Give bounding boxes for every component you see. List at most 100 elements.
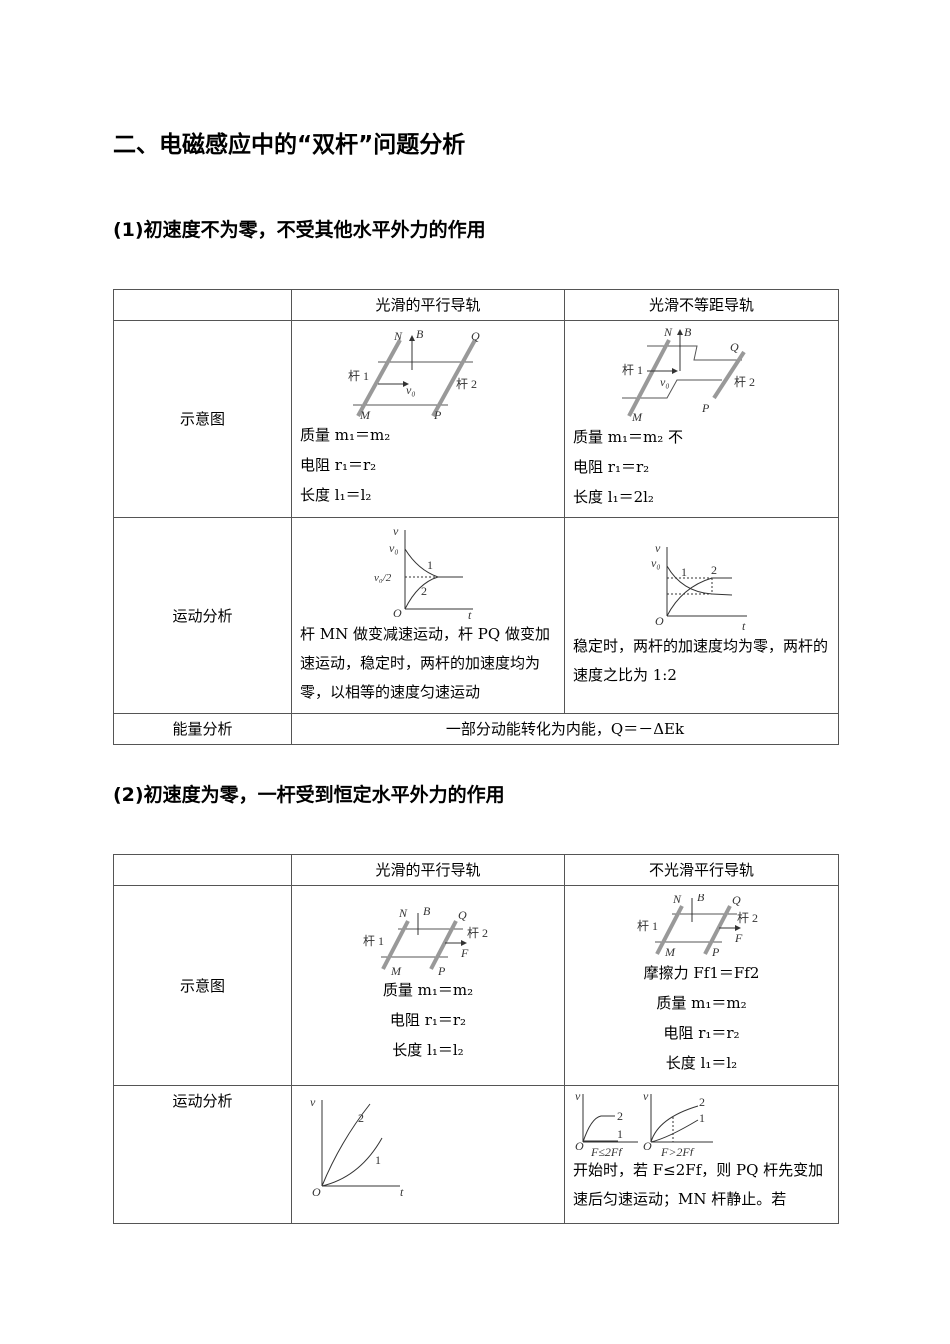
- svg-text:O: O: [575, 1139, 584, 1153]
- row-label: 运动分析: [113, 1085, 292, 1224]
- property-length: 长度 l₁＝l₂: [300, 486, 372, 504]
- svg-text:P: P: [701, 401, 710, 415]
- svg-text:M: M: [631, 410, 643, 422]
- svg-text:Q: Q: [730, 340, 739, 354]
- table-header-row: 光滑的平行导轨 光滑不等距导轨: [113, 289, 839, 321]
- svg-text:Q: Q: [471, 329, 480, 343]
- curve-label-1: 1: [427, 558, 433, 572]
- svg-text:杆 2: 杆 2: [734, 375, 755, 389]
- svg-text:P: P: [437, 964, 446, 975]
- table-header-row: 光滑的平行导轨 不光滑平行导轨: [113, 854, 839, 886]
- property-length: 长度 l₁＝l₂: [392, 1040, 464, 1059]
- svg-text:2: 2: [699, 1095, 705, 1109]
- subsection-heading-1: (1)初速度不为零，不受其他水平外力的作用: [113, 219, 486, 241]
- svg-text:杆 2: 杆 2: [737, 911, 758, 925]
- axis-label-t: t: [468, 608, 472, 620]
- svg-text:v: v: [643, 1090, 649, 1103]
- svg-text:F>2Ff: F>2Ff: [660, 1145, 695, 1156]
- property-friction: 摩擦力 Ff1＝Ff2: [643, 963, 760, 982]
- section-title: 二、电磁感应中的“双杆”问题分析: [113, 132, 466, 158]
- svg-text:F≤2Ff: F≤2Ff: [590, 1145, 623, 1156]
- svg-text:B: B: [416, 328, 424, 341]
- svg-text:M: M: [390, 964, 402, 975]
- svg-text:1: 1: [699, 1111, 705, 1125]
- svg-text:M: M: [664, 945, 676, 958]
- motion-description: 杆 MN 做变减速运动，杆 PQ 做变加速运动，稳定时，两杆的加速度均为零，以相…: [300, 624, 550, 701]
- svg-text:P: P: [711, 945, 720, 958]
- svg-text:O: O: [643, 1139, 652, 1153]
- row-label: 能量分析: [113, 713, 292, 745]
- svg-text:v: v: [655, 542, 661, 555]
- motion-description: 稳定时，两杆的加速度均为零，两杆的速度之比为 1:2: [573, 636, 829, 684]
- svg-text:F: F: [734, 931, 743, 945]
- svg-text:t: t: [742, 619, 746, 632]
- svg-text:N: N: [672, 894, 682, 906]
- motion-description: 开始时，若 F≤2Ff，则 PQ 杆先变加速后匀速运动；MN 杆静止。若: [573, 1161, 824, 1208]
- tick-label-v0: v₀: [389, 541, 399, 555]
- svg-text:1: 1: [681, 565, 687, 579]
- svg-text:M: M: [359, 408, 371, 420]
- svg-text:2: 2: [358, 1111, 364, 1125]
- property-mass: 质量 m₁＝m₂: [656, 993, 747, 1012]
- header-cell: 不光滑平行导轨: [564, 854, 839, 886]
- svg-text:杆 2: 杆 2: [467, 926, 488, 940]
- svg-text:B: B: [423, 907, 431, 918]
- svg-text:B: B: [697, 894, 705, 904]
- table-row: 能量分析 一部分动能转化为内能，Q＝－ΔEk: [113, 713, 839, 745]
- svg-text:杆 2: 杆 2: [456, 377, 477, 391]
- header-cell: 光滑的平行导轨: [291, 289, 565, 321]
- property-length: 长度 l₁＝l₂: [665, 1053, 738, 1072]
- property-resistance: 电阻 r₁＝r₂: [663, 1023, 740, 1042]
- velocity-time-graph-equal: v v₀ v₀/2 1 2 O t: [374, 525, 473, 620]
- property-resistance: 电阻 r₁＝r₂: [573, 458, 650, 476]
- axis-label-v: v: [393, 525, 399, 538]
- row-label: 示意图: [113, 320, 292, 518]
- tick-label-half-v0: v₀/2: [374, 572, 392, 584]
- motion-cell: v v₀ v₀/2 1 2 O t 杆 MN 做变减速运动，杆 PQ 做变加速运…: [291, 517, 565, 714]
- svg-text:1: 1: [617, 1127, 623, 1141]
- svg-text:v: v: [310, 1095, 316, 1109]
- origin-label: O: [393, 606, 402, 620]
- svg-text:P: P: [433, 408, 442, 420]
- svg-text:v: v: [575, 1090, 581, 1103]
- property-mass: 质量 m₁＝m₂ 不: [573, 428, 684, 446]
- svg-text:N: N: [663, 326, 673, 339]
- svg-text:Q: Q: [458, 908, 467, 922]
- svg-text:1: 1: [375, 1153, 381, 1167]
- svg-text:v₀: v₀: [651, 556, 661, 570]
- property-resistance: 电阻 r₁＝r₂: [389, 1010, 467, 1029]
- property-length: 长度 l₁＝2l₂: [573, 488, 654, 506]
- property-mass: 质量 m₁＝m₂: [300, 426, 391, 444]
- subsection-heading-2: (2)初速度为零，一杆受到恒定水平外力的作用: [113, 784, 505, 806]
- row-label: 运动分析: [113, 517, 292, 714]
- header-cell: [113, 854, 292, 886]
- svg-text:Q: Q: [732, 894, 741, 907]
- energy-analysis: 一部分动能转化为内能，Q＝－ΔEk: [291, 713, 839, 745]
- svg-text:v₀: v₀: [660, 375, 670, 389]
- property-mass: 质量 m₁＝m₂: [382, 980, 474, 999]
- header-cell: 光滑的平行导轨: [291, 854, 565, 886]
- table-row: 运动分析 v v₀ v₀/2 1 2 O t 杆 MN 做变减速运动，杆 PQ …: [113, 517, 839, 714]
- curve-label-2: 2: [421, 584, 427, 598]
- header-cell: [113, 289, 292, 321]
